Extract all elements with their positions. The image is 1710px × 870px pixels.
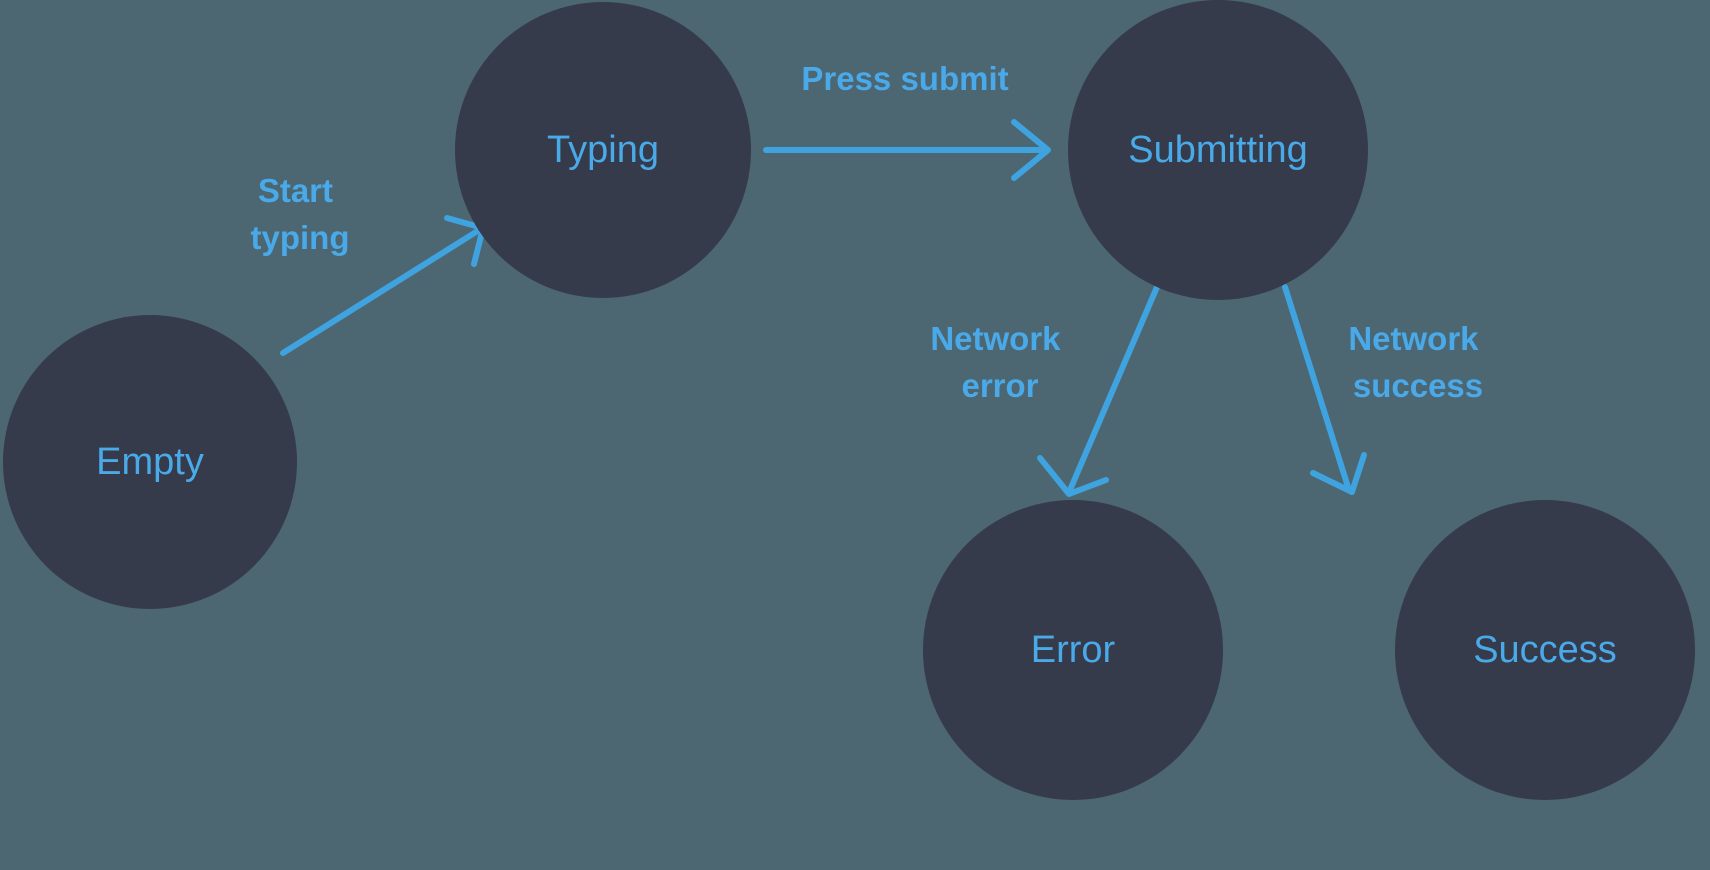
state-label-error: Error <box>1031 629 1116 671</box>
arrowhead-icon-press-submit <box>1011 119 1051 181</box>
edge-label-line: Press submit <box>801 60 1008 97</box>
states-layer: Empty Typing Submitting Error Success <box>3 0 1695 800</box>
state-node-empty[interactable]: Empty <box>3 315 297 609</box>
state-circle-typing <box>455 2 751 298</box>
edge-label-line: Start <box>258 172 333 209</box>
state-node-typing[interactable]: Typing <box>455 2 751 298</box>
state-label-typing: Typing <box>547 129 659 171</box>
state-label-submitting: Submitting <box>1128 129 1308 171</box>
state-circle-success <box>1395 500 1695 800</box>
state-label-empty: Empty <box>96 441 204 483</box>
state-circle-empty <box>3 315 297 609</box>
transitions-layer: Start typing Press submit Network error <box>251 60 1488 497</box>
transition-start-typing[interactable]: Start typing <box>251 172 486 356</box>
edge-line-network-error <box>1067 284 1160 493</box>
transition-press-submit[interactable]: Press submit <box>763 60 1051 181</box>
transition-network-error[interactable]: Network error <box>930 284 1160 497</box>
arrowhead-icon-network-success <box>1310 452 1367 495</box>
edge-label-line: Network <box>1348 320 1479 357</box>
state-circle-error <box>923 500 1223 800</box>
edge-label-press-submit: Press submit <box>801 60 1008 97</box>
edge-label-line: Network <box>930 320 1061 357</box>
edge-label-network-error: Network error <box>930 320 1069 404</box>
edge-label-line: typing <box>251 219 350 256</box>
edge-label-line: success <box>1353 367 1483 404</box>
edge-label-start-typing: Start typing <box>251 172 350 256</box>
edge-label-line: error <box>961 367 1038 404</box>
state-node-error[interactable]: Error <box>923 500 1223 800</box>
edge-line-start-typing <box>280 229 479 356</box>
edge-line-network-success <box>1282 284 1351 490</box>
transition-network-success[interactable]: Network success <box>1282 284 1488 495</box>
state-circle-submitting <box>1068 0 1368 300</box>
arrowhead-icon-network-error <box>1037 455 1109 497</box>
state-node-submitting[interactable]: Submitting <box>1068 0 1368 300</box>
state-label-success: Success <box>1473 629 1617 671</box>
edge-label-network-success: Network success <box>1348 320 1487 404</box>
state-node-success[interactable]: Success <box>1395 500 1695 800</box>
